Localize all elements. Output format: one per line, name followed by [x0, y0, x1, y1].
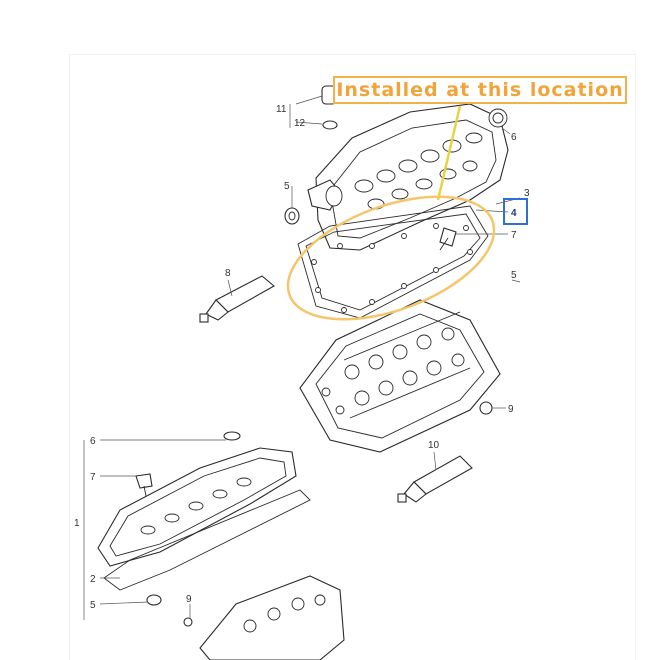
callout-5-upper-right: 5 — [511, 270, 517, 281]
callout-10: 10 — [428, 440, 440, 451]
callout-1: 1 — [74, 518, 80, 529]
callout-8: 8 — [225, 268, 231, 279]
plug-upper — [479, 401, 493, 415]
valve-cover-lower — [97, 431, 297, 567]
callout-numbers-upper: 11 12 6 5 3 4 7 8 5 9 10 — [225, 104, 530, 451]
installed-location-callout: Installed at this location — [333, 76, 627, 104]
callout-6-upper: 6 — [511, 132, 517, 143]
callout-numbers-lower: 6 7 1 2 5 9 — [74, 436, 192, 611]
callout-11: 11 — [276, 104, 287, 115]
seal-lower — [146, 594, 162, 606]
callout-pointer-line — [436, 105, 462, 201]
callout-7-upper: 7 — [511, 230, 517, 241]
callout-2: 2 — [90, 574, 96, 585]
sealant-tube-lower — [397, 455, 473, 503]
callout-9-upper: 9 — [508, 404, 514, 415]
sealant-tube-upper — [199, 275, 275, 323]
plug-lower — [183, 617, 193, 627]
cylinder-head-lower — [199, 575, 345, 660]
location-highlight-ellipse — [286, 195, 496, 321]
valve-cover-upper — [284, 85, 509, 251]
valve-cover-gasket-upper — [297, 205, 489, 319]
callout-5-upper-left: 5 — [284, 181, 290, 192]
callout-4: 4 — [511, 208, 517, 219]
callout-7-lower: 7 — [90, 472, 96, 483]
callout-3: 3 — [524, 188, 530, 199]
callout-9-lower: 9 — [186, 594, 192, 605]
callout-5-lower: 5 — [90, 600, 96, 611]
callout-12: 12 — [294, 118, 306, 129]
callout-6-lower: 6 — [90, 436, 96, 447]
valve-cover-gasket-lower — [103, 489, 311, 591]
part-4-highlight-box — [503, 198, 528, 225]
cylinder-head-upper — [299, 299, 501, 453]
